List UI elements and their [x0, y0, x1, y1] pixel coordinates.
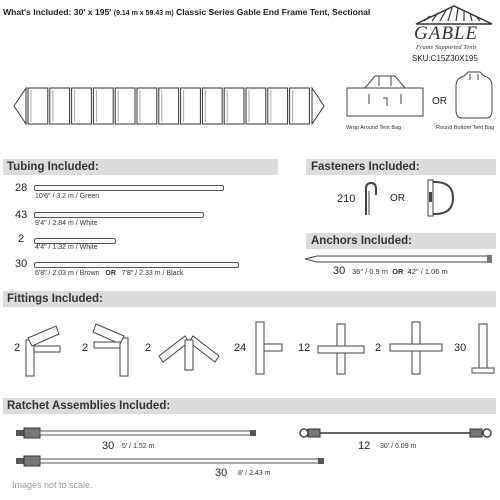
stake-anchor-icon: [304, 255, 492, 263]
anchors-spec-a: 36" / 0.9 m: [352, 267, 389, 276]
anchors-spec-b: 42" / 1.06 m: [407, 267, 448, 276]
brand-logo: GABLE Frame Supported Tents SKU:C15Z30X1…: [410, 4, 498, 64]
fitting-qty: 2: [82, 342, 89, 354]
tubing-section-title: Tubing Included:: [7, 161, 99, 173]
tent-panel: [114, 87, 136, 125]
tent-panel: [136, 87, 158, 125]
page-title: What's Included: 30' x 195' (9.14 m x 59…: [3, 7, 370, 17]
ratchet-strap-long-icon: [16, 455, 324, 467]
ratchet-qty: 12: [358, 440, 371, 452]
ratchet-qty: 30: [102, 440, 115, 452]
tube-white-short: [34, 238, 116, 244]
title-dimensions: (9.14 m x 59.43 m): [113, 10, 174, 17]
tubing-qty: 43: [15, 209, 28, 221]
anchors-spec: 36" / 0.9 m OR 42" / 1.06 m: [352, 267, 448, 276]
tube-green: [34, 185, 224, 191]
tube-upright: [34, 262, 239, 268]
center-cross-fitting-icon: [389, 321, 443, 375]
title-subtitle: Classic Series Gable End Frame Tent, Sec…: [176, 7, 371, 17]
gable-corner-fitting-icon: [92, 323, 129, 377]
ratchet-cable-long-icon: [299, 428, 492, 438]
tubing-spec-a: 6'8" / 2.03 m / Brown: [35, 270, 100, 277]
tent-frame-illustration: [13, 86, 325, 126]
cross-fitting-icon: [317, 323, 365, 375]
ratchets-section-band: Ratchet Assemblies Included:: [3, 398, 496, 414]
tent-panel: [49, 87, 71, 125]
tubing-spec-b: 7'8" / 2.33 m / Black: [121, 270, 184, 277]
tent-panel: [223, 87, 245, 125]
round-bottom-tent-bag-icon: [455, 71, 493, 119]
anchors-qty: 30: [333, 265, 346, 277]
base-plate-fitting-icon: [471, 323, 495, 374]
tubing-qty: 28: [15, 182, 28, 194]
fitting-qty: 2: [375, 342, 382, 354]
fitting-qty: 30: [454, 342, 467, 354]
d-pin-icon: [427, 179, 455, 217]
tent-panel: [245, 87, 267, 125]
tubing-qty: 30: [15, 258, 28, 270]
tubing-spec: 4'4" / 1.32 m / White: [35, 244, 98, 251]
fitting-qty: 12: [298, 342, 311, 354]
fasteners-section-band: Fasteners Included:: [306, 159, 496, 175]
ratchet-spec: 30' / 6.09 m: [380, 443, 417, 450]
ratchet-qty: 30: [215, 467, 228, 479]
tent-panel: [158, 87, 180, 125]
tent-panel: [27, 87, 49, 125]
fitting-qty: 2: [14, 342, 21, 354]
tent-panel: [267, 87, 289, 125]
side-tee-fitting-icon: [255, 321, 283, 375]
ratchet-spec: 5' / 1.52 m: [122, 443, 155, 450]
tubing-qty: 2: [18, 233, 25, 245]
fittings-section-title: Fittings Included:: [7, 293, 103, 305]
tubing-or: OR: [105, 270, 116, 277]
tent-logo-icon: [415, 5, 493, 25]
anchors-section-title: Anchors Included:: [311, 235, 412, 247]
ratchet-spec: 8' / 2.43 m: [238, 470, 271, 477]
gable-peak-fitting-icon: [25, 325, 61, 377]
round-bag-label: Round Bottom Tent Bag: [436, 125, 495, 131]
fitting-qty: 24: [234, 342, 247, 354]
footer-note: Images not to scale.: [12, 480, 93, 490]
ratchets-section-title: Ratchet Assemblies Included:: [7, 400, 171, 412]
tubing-section-band: Tubing Included:: [3, 159, 278, 175]
fitting-qty: 2: [145, 342, 152, 354]
ridge-fitting-icon: [158, 335, 220, 371]
title-text: What's Included: 30' x 195': [3, 7, 112, 17]
wrap-around-tent-bag-icon: [346, 75, 424, 117]
bags-or-label: OR: [432, 96, 447, 107]
sku-label: SKU:C15Z30X195: [412, 54, 478, 63]
anchors-section-band: Anchors Included:: [306, 233, 496, 249]
fasteners-section-title: Fasteners Included:: [311, 161, 420, 173]
tubing-spec: 9'4" / 2.84 m / White: [35, 220, 98, 227]
wrap-bag-label: Wrap Around Tent Bag: [346, 125, 402, 131]
tube-white-long: [34, 212, 204, 218]
tent-panel: [71, 87, 92, 125]
anchors-or: OR: [392, 267, 404, 276]
tent-panel: [289, 87, 310, 125]
tubing-spec: 10'6" / 3.2 m / Green: [35, 193, 100, 200]
tubing-spec: 6'8" / 2.03 m / Brown OR 7'8" / 2.33 m /…: [35, 270, 184, 277]
fasteners-or-label: OR: [390, 193, 405, 204]
tent-panel: [201, 87, 223, 125]
ratchet-strap-short-icon: [16, 427, 256, 439]
fasteners-qty: 210: [337, 193, 356, 205]
spring-clip-icon: [365, 181, 377, 215]
brand-name: GABLE: [414, 23, 479, 44]
tent-panel: [92, 87, 114, 125]
brand-tagline: Frame Supported Tents: [416, 44, 477, 51]
fittings-section-band: Fittings Included:: [3, 291, 496, 307]
tent-panel: [180, 87, 201, 125]
